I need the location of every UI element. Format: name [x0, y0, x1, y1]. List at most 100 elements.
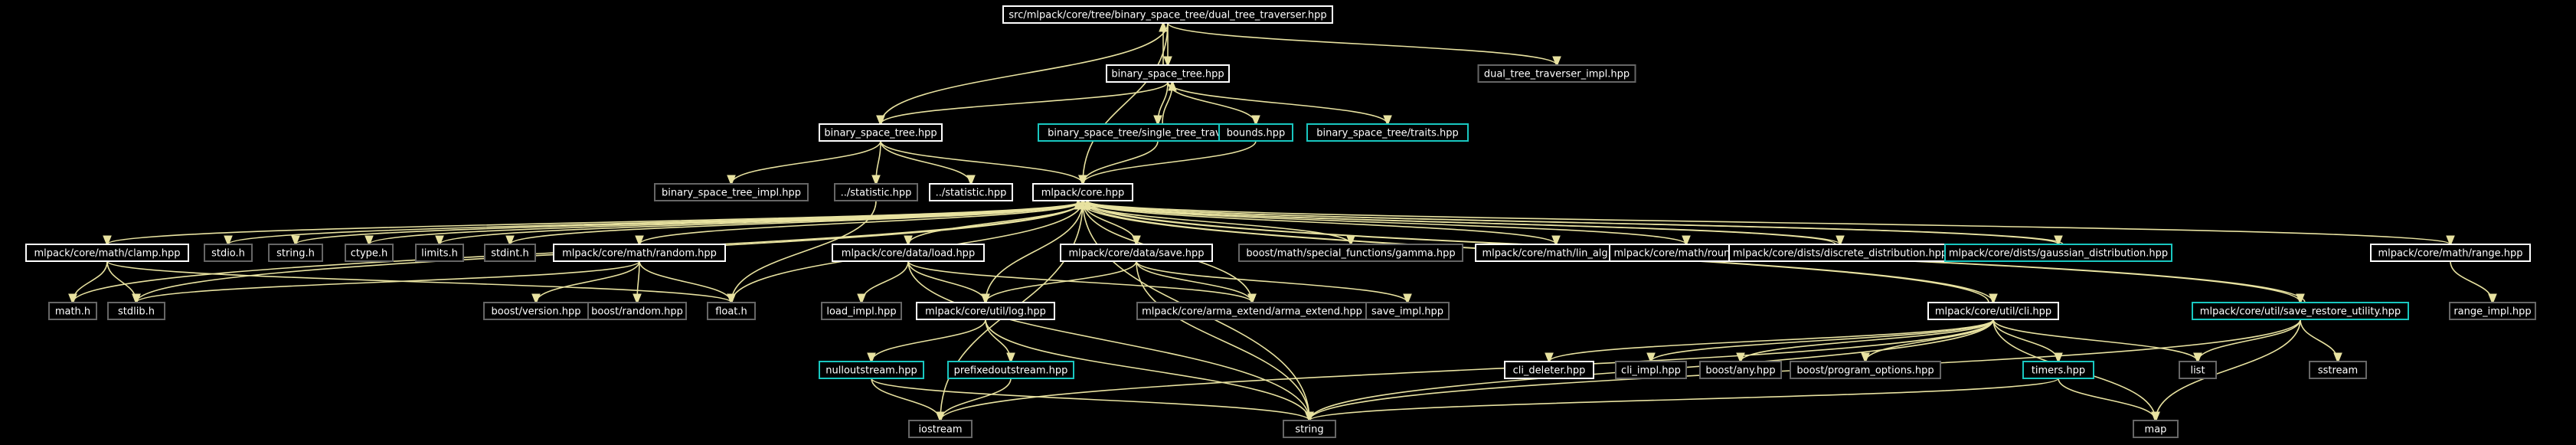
- node-label-bounds: bounds.hpp: [1227, 128, 1286, 139]
- node-box-gaussian: [1944, 244, 2172, 262]
- node-statistic2[interactable]: ../statistic.hpp: [929, 183, 1013, 201]
- node-label-stt: binary_space_tree/single_tree_traverser.…: [1048, 128, 1268, 139]
- node-label-gaussian: mlpack/core/dists/gaussian_distribution.…: [1949, 248, 2168, 260]
- node-label-stdint: stdint.h: [491, 248, 528, 260]
- node-box-random: [553, 244, 726, 262]
- node-label-lin_alg: mlpack/core/math/lin_alg.hpp: [1482, 248, 1630, 260]
- node-stdint[interactable]: stdint.h: [484, 244, 536, 262]
- edge-cli-to-list: [1992, 319, 2198, 362]
- node-random[interactable]: mlpack/core/math/random.hpp: [553, 244, 726, 262]
- node-stdio[interactable]: stdio.h: [204, 244, 253, 262]
- node-prefixed[interactable]: prefixedoutstream.hpp: [947, 361, 1074, 379]
- node-box-bst_impl: [654, 183, 809, 201]
- node-core[interactable]: mlpack/core.hpp: [1032, 183, 1133, 201]
- node-bst_impl[interactable]: binary_space_tree_impl.hpp: [654, 183, 809, 201]
- node-string_h[interactable]: string.h: [268, 244, 323, 262]
- node-float_h[interactable]: float.h: [707, 302, 756, 320]
- node-save_impl[interactable]: save_impl.hpp: [1365, 302, 1450, 320]
- node-math_h[interactable]: math.h: [48, 302, 97, 320]
- node-bst_hpp2[interactable]: binary_space_tree.hpp: [819, 123, 943, 142]
- node-save[interactable]: mlpack/core/data/save.hpp: [1060, 244, 1213, 262]
- node-bst_hpp[interactable]: binary_space_tree.hpp: [1106, 64, 1230, 83]
- node-limits[interactable]: limits.h: [415, 244, 464, 262]
- edge-cli-to-cli_impl: [1651, 319, 1994, 362]
- node-iostream[interactable]: iostream: [908, 420, 973, 438]
- node-boost_any[interactable]: boost/any.hpp: [1699, 361, 1782, 379]
- node-label-nullout: nulloutstream.hpp: [825, 365, 917, 377]
- edge-timers-to-string: [1309, 378, 2059, 420]
- node-box-save_impl: [1365, 302, 1450, 320]
- node-timers[interactable]: timers.hpp: [2022, 361, 2094, 379]
- node-box-core: [1032, 183, 1133, 201]
- node-load[interactable]: mlpack/core/data/load.hpp: [832, 244, 985, 262]
- node-label-statistic2: ../statistic.hpp: [936, 188, 1007, 199]
- node-box-map: [2133, 420, 2179, 438]
- edge-prefixed-to-iostream: [940, 378, 1012, 420]
- edge-bounds-to-core: [1083, 140, 1257, 184]
- node-box-log: [916, 302, 1055, 320]
- node-cli[interactable]: mlpack/core/util/cli.hpp: [1927, 302, 2059, 320]
- node-nullout[interactable]: nulloutstream.hpp: [819, 361, 924, 379]
- node-clamp[interactable]: mlpack/core/math/clamp.hpp: [25, 244, 189, 262]
- edge-cli-to-boost_any: [1741, 319, 1994, 362]
- node-map[interactable]: map: [2133, 420, 2179, 438]
- nodes-layer: src/mlpack/core/tree/binary_space_tree/d…: [25, 5, 2536, 438]
- node-box-list: [2179, 361, 2217, 379]
- node-stt[interactable]: binary_space_tree/single_tree_traverser.…: [1038, 123, 1278, 142]
- node-label-dtt_impl: dual_tree_traverser_impl.hpp: [1484, 69, 1630, 80]
- node-label-timers: timers.hpp: [2032, 365, 2085, 377]
- node-traits[interactable]: binary_space_tree/traits.hpp: [1306, 123, 1469, 142]
- node-boost_po[interactable]: boost/program_options.hpp: [1790, 361, 1941, 379]
- edge-discrete-to-core: [1078, 201, 1836, 245]
- node-label-boost_po: boost/program_options.hpp: [1796, 365, 1934, 377]
- node-range[interactable]: mlpack/core/math/range.hpp: [2370, 244, 2531, 262]
- edge-core-to-random: [639, 200, 1084, 244]
- node-log[interactable]: mlpack/core/util/log.hpp: [916, 302, 1055, 320]
- node-gamma[interactable]: boost/math/special_functions/gamma.hpp: [1238, 244, 1463, 262]
- node-cli_impl[interactable]: cli_impl.hpp: [1615, 361, 1687, 379]
- node-gaussian[interactable]: mlpack/core/dists/gaussian_distribution.…: [1944, 244, 2172, 262]
- node-sstream[interactable]: sstream: [2309, 361, 2367, 379]
- edge-root-to-core: [1083, 22, 1169, 184]
- node-list[interactable]: list: [2179, 361, 2217, 379]
- node-box-boost_any: [1699, 361, 1782, 379]
- node-root[interactable]: src/mlpack/core/tree/binary_space_tree/d…: [1002, 5, 1333, 24]
- edge-root-to-dtt_impl: [1167, 22, 1557, 65]
- node-box-cli_impl: [1615, 361, 1687, 379]
- node-stdlib[interactable]: stdlib.h: [107, 302, 165, 320]
- node-box-stdlib: [107, 302, 165, 320]
- node-box-load_impl: [821, 302, 902, 320]
- node-string[interactable]: string: [1283, 420, 1336, 438]
- edge-load-to-string: [907, 260, 1309, 420]
- node-dtt_impl[interactable]: dual_tree_traverser_impl.hpp: [1477, 64, 1636, 83]
- node-boost_version[interactable]: boost/version.hpp: [483, 302, 589, 320]
- edge-cli-to-boost_po: [1865, 319, 1994, 362]
- node-label-stdio: stdio.h: [211, 248, 245, 260]
- edge-root-to-bst_hpp2: [881, 22, 1169, 124]
- node-label-bst_impl: binary_space_tree_impl.hpp: [662, 188, 801, 199]
- node-box-range_impl: [2449, 302, 2536, 320]
- node-sru[interactable]: mlpack/core/util/save_restore_utility.hp…: [2192, 302, 2409, 320]
- node-label-save_impl: save_impl.hpp: [1371, 306, 1443, 318]
- node-cli_deleter[interactable]: cli_deleter.hpp: [1504, 361, 1594, 379]
- node-label-root: src/mlpack/core/tree/binary_space_tree/d…: [1008, 10, 1326, 21]
- node-box-save: [1060, 244, 1213, 262]
- node-box-float_h: [707, 302, 756, 320]
- node-arma_extend[interactable]: mlpack/core/arma_extend/arma_extend.hpp: [1136, 302, 1368, 320]
- node-box-string_h: [268, 244, 323, 262]
- edge-core-to-lin_alg: [1082, 200, 1556, 244]
- node-label-string: string: [1295, 424, 1323, 436]
- node-statistic1[interactable]: ../statistic.hpp: [834, 183, 918, 201]
- node-boost_random[interactable]: boost/random.hpp: [587, 302, 687, 320]
- node-range_impl[interactable]: range_impl.hpp: [2449, 302, 2536, 320]
- node-box-sru: [2192, 302, 2409, 320]
- node-label-boost_version: boost/version.hpp: [492, 306, 581, 318]
- node-load_impl[interactable]: load_impl.hpp: [821, 302, 902, 320]
- node-label-map: map: [2145, 424, 2167, 436]
- node-bounds[interactable]: bounds.hpp: [1218, 123, 1293, 142]
- edge-sru-to-list: [2198, 319, 2301, 362]
- node-discrete[interactable]: mlpack/core/dists/discrete_distribution.…: [1728, 244, 1952, 262]
- edge-log-to-string: [985, 319, 1309, 420]
- edge-bst_hpp2-to-core: [880, 140, 1083, 184]
- node-ctype[interactable]: ctype.h: [345, 244, 394, 262]
